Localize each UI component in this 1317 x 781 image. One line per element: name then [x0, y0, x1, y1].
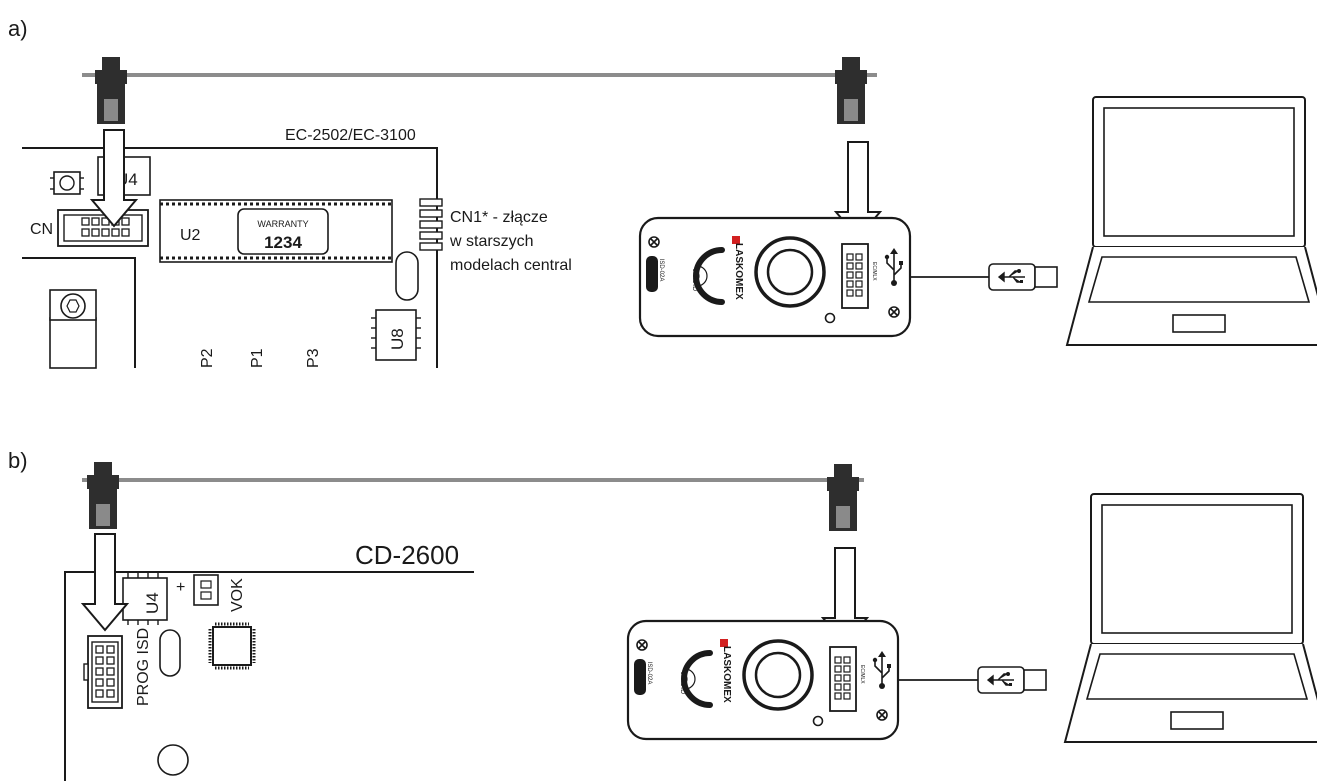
brand-label-b: LASKOMEX	[721, 646, 732, 703]
rj-connector-right-a	[835, 57, 867, 124]
board-cd2600: CD-2600 U4 + VOK	[64, 540, 474, 781]
board-ec2502: EC-2502/EC-3100 U4 CN	[22, 127, 572, 369]
svg-text:U4: U4	[143, 592, 162, 614]
chip-u8: U8	[371, 309, 421, 361]
tact-switch	[50, 171, 84, 195]
board-inner-outline-a	[22, 257, 136, 368]
port-label-a: EC/MLX	[871, 262, 877, 281]
programmer-isd02a-b: ISD-02A RFID LASKOMEX EC/MLX	[628, 621, 898, 739]
rj-connector-right-b	[827, 464, 859, 531]
programmer-body-b	[628, 621, 898, 739]
svg-text:U8: U8	[388, 328, 407, 350]
panel-b-label: b)	[8, 448, 28, 473]
warranty-sticker: WARRANTY 1234	[237, 208, 329, 255]
warranty-title: WARRANTY	[257, 219, 308, 229]
p3-label: P3	[305, 348, 322, 368]
programmer-isd02a-a: ISD-02A RFID LASKOMEX EC/MLX	[640, 218, 910, 336]
p1-label: P1	[249, 348, 266, 368]
panel-a: a) EC-2502/EC-3100 U4	[8, 16, 1317, 369]
chip-u2: U2 WARRANTY 1234	[159, 199, 393, 263]
model-label-b: ISD-02A	[646, 662, 652, 685]
chip-u4-b: U4	[122, 573, 168, 625]
board-name-a: EC-2502/EC-3100	[285, 127, 416, 144]
vok-connector: VOK	[193, 574, 246, 612]
cn1-note-line2: w starszych	[449, 233, 534, 250]
cn1-note-line3: modelach central	[450, 257, 572, 274]
plus-sign: +	[176, 579, 185, 596]
mounting-hole	[157, 744, 189, 776]
laptop-b	[1064, 493, 1317, 743]
connector-cn1: CN1* - złącze w starszych modelach centr…	[419, 198, 572, 274]
rj-connector-left-a	[95, 57, 127, 124]
connector-cn: CN	[30, 209, 149, 247]
board-outline-b	[64, 571, 474, 781]
board-outline-a	[22, 147, 438, 368]
cn1-note-line1: CN1* - złącze	[450, 209, 548, 226]
warranty-number: 1234	[264, 233, 302, 252]
prog-isd-connector	[83, 635, 123, 709]
p2-label: P2	[199, 348, 216, 368]
mcu-chip	[208, 622, 256, 670]
cn-label: CN	[30, 221, 53, 238]
arrow-to-prog-isd	[82, 533, 128, 631]
crystal-b	[159, 629, 181, 677]
programmer-body-a	[640, 218, 910, 336]
usb-plug-a	[988, 263, 1058, 291]
panel-b: b) CD-2600 U4 + VOK	[8, 448, 1317, 781]
rfid-label-b: RFID	[679, 678, 686, 694]
vok-label: VOK	[229, 578, 246, 612]
rj-connector-left-b	[87, 462, 119, 529]
brand-label-a: LASKOMEX	[733, 243, 744, 300]
port-label-b: EC/MLX	[859, 665, 865, 684]
prog-isd-label: PROG ISD	[135, 628, 152, 706]
board-name-b: CD-2600	[355, 540, 459, 570]
usb-plug-b	[977, 666, 1047, 694]
rfid-label-a: RFID	[691, 275, 698, 291]
laptop-a	[1066, 96, 1317, 346]
relay-component	[49, 289, 97, 369]
panel-a-label: a)	[8, 16, 28, 41]
crystal-a	[395, 251, 419, 301]
u2-label: U2	[180, 227, 201, 244]
model-label-a: ISD-02A	[658, 259, 664, 282]
